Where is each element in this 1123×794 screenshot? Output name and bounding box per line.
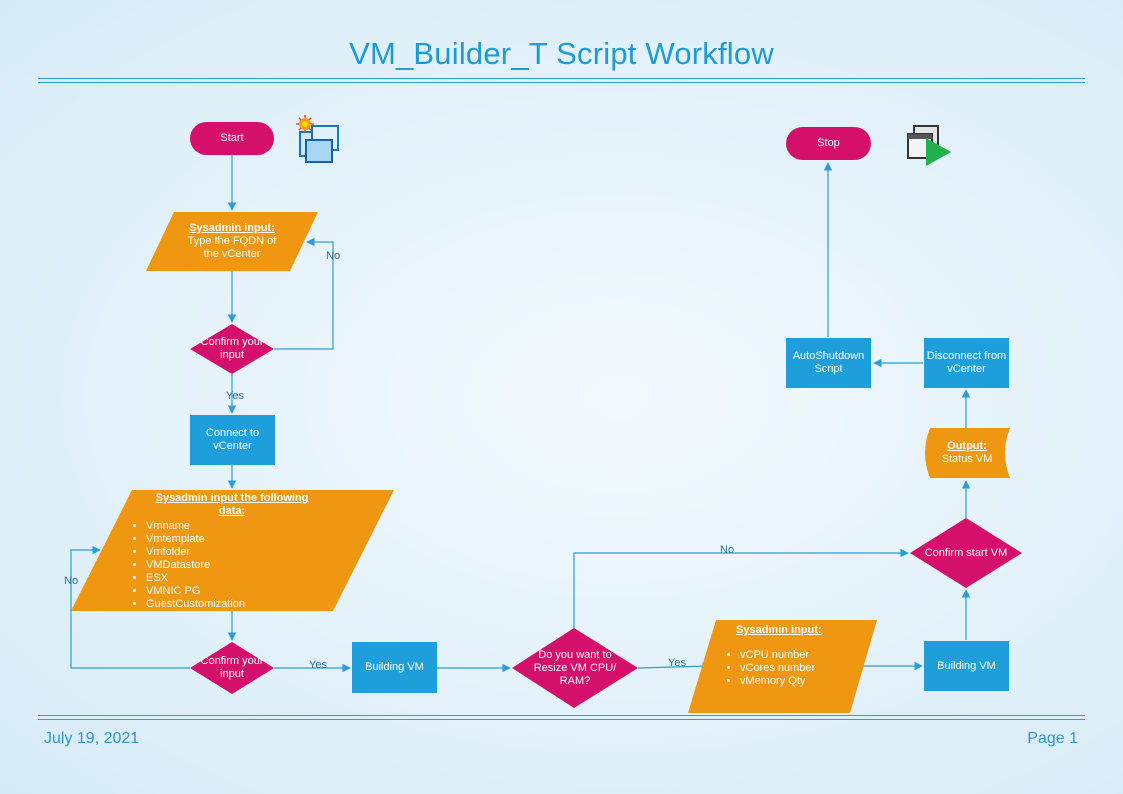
footer-rule-bottom [38,719,1085,720]
confirm-start-shape [910,518,1022,588]
output-shape [925,428,1010,478]
disconnect-shape [924,338,1009,388]
start-terminal [190,122,274,155]
autoshutdown-shape [786,338,871,388]
vm-power-on-icon [907,125,951,166]
input-data-shape [71,490,394,611]
header-rule-bottom [38,82,1085,83]
confirm2-shape [190,642,274,694]
edge-confirm2-no [70,545,190,669]
edge-label-no-3: No [720,544,735,556]
resize-shape [512,628,638,708]
connect-shape [190,415,275,465]
confirm1-shape [190,324,274,374]
edge-label-yes-2: Yes [309,659,327,671]
edge-label-yes-3: Yes [668,657,686,669]
edge-label-no-1: No [326,250,341,262]
footer-page: Page 1 [1027,730,1078,747]
edge-label-yes-1: Yes [226,390,244,402]
edge-resize-yes [637,662,711,671]
header-rule-top [38,78,1085,79]
building2-shape [924,641,1009,691]
vm-new-icon [296,115,339,163]
stop-terminal [786,127,871,160]
edge-confirm1-no [274,237,334,350]
edge-resize-no [573,548,909,628]
edge-label-no-2: No [64,575,79,587]
input-cpu-shape [688,620,877,713]
input-fqdn-shape [146,212,318,271]
building1-shape [352,642,437,693]
page-title: VM_Builder_T Script Workflow [349,36,774,71]
footer-rule-top [38,715,1085,716]
footer-date: July 19, 2021 [44,730,140,747]
